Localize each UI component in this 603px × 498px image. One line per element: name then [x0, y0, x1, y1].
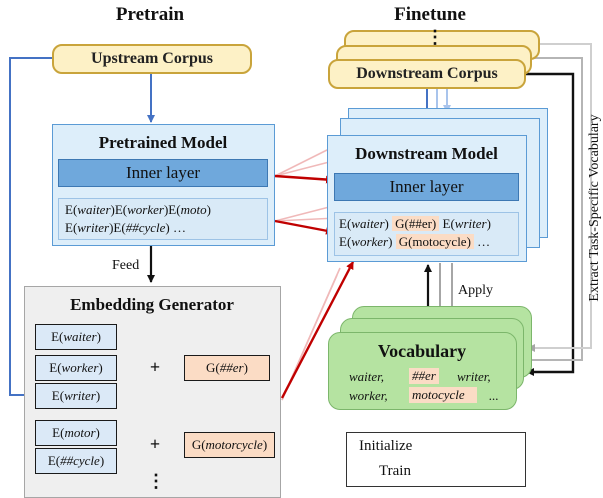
extract-arrow-shadow-2 [527, 43, 592, 352]
vocab-word-worker: worker, [349, 388, 388, 403]
downstream-corpus-stack-dots: ⋮ [426, 27, 444, 47]
gen-input-waiter: E(waiter) [35, 324, 117, 350]
gen-output-motorcycle: G(motorcycle) [184, 432, 275, 458]
upstream-corpus-label: Upstream Corpus [91, 50, 213, 67]
downstream-corpus-label: Downstream Corpus [356, 65, 498, 82]
pretrained-inner-layer: Inner layer [58, 159, 268, 187]
downstream-embeddings: E(waiter) G(##er) E(writer) E(worker) G(… [334, 212, 519, 256]
heading-pretrain: Pretrain [115, 4, 185, 25]
vocabulary: Vocabulary waiter, ##er writer, worker, … [328, 332, 517, 410]
initialize-arrow-inner-layer [274, 174, 334, 184]
embedding-generator-title: Embedding Generator [70, 295, 234, 314]
pretrained-embeddings: E(waiter)E(worker)E(moto) E(writer)E(##c… [58, 198, 268, 240]
upstream-corpus: Upstream Corpus [52, 44, 252, 74]
legend: Initialize Train [346, 432, 526, 487]
generator-continuation: ⋮ [147, 471, 165, 491]
gen-output-er: G(##er) [184, 355, 270, 381]
extract-arrow-shadow-1 [524, 57, 583, 364]
extract-arrow [525, 72, 575, 376]
pretrained-emb-line2: E(writer)E(##cycle) … [65, 220, 186, 235]
pretrained-model: Pretrained Model Inner layer E(waiter)E(… [52, 124, 275, 246]
pretrained-emb-line1: E(waiter)E(worker)E(moto) [65, 202, 211, 217]
downstream-model: Downstream Model Inner layer E(waiter) G… [327, 135, 527, 262]
plus-symbol-1: + [149, 357, 161, 377]
apply-label: Apply [458, 283, 493, 298]
initialize-arrow-embeddings [274, 219, 334, 235]
vocab-word-ellipsis: ... [489, 388, 499, 403]
feed-label: Feed [112, 258, 140, 273]
vocab-word-waiter: waiter, [349, 369, 385, 384]
pretrained-model-title: Pretrained Model [98, 133, 228, 152]
vocab-word-er: ##er [409, 368, 439, 384]
extract-vocabulary-label: Extract Task-Specific Vocabulary [587, 114, 602, 302]
downstream-emb-line1: E(waiter) G(##er) E(writer) [339, 216, 491, 231]
initialize-arrow-generated [280, 261, 355, 399]
legend-train-label: Train [379, 463, 411, 479]
vocab-word-writer: writer, [457, 369, 491, 384]
downstream-inner-layer: Inner layer [334, 173, 519, 201]
downstream-emb-line2: E(worker) G(motocycle) … [339, 234, 491, 249]
generated-embedding-motocycle: G(motocycle) [395, 234, 474, 249]
vocabulary-title: Vocabulary [377, 341, 467, 361]
train-arrow-corpus-to-generator [9, 57, 52, 399]
gen-input-worker: E(worker) [35, 355, 117, 381]
generated-embedding-er: G(##er) [392, 216, 440, 231]
plus-symbol-2: + [149, 434, 161, 454]
downstream-model-title: Downstream Model [355, 144, 498, 163]
vocab-word-motocycle: motocycle [409, 387, 477, 403]
downstream-corpus: Downstream Corpus [328, 59, 526, 89]
gen-input-writer: E(writer) [35, 383, 117, 409]
gen-input-motor: E(motor) [35, 420, 117, 446]
heading-finetune: Finetune [394, 4, 466, 25]
gen-input-cycle: E(##cycle) [35, 448, 117, 474]
legend-initialize-label: Initialize [359, 438, 413, 454]
